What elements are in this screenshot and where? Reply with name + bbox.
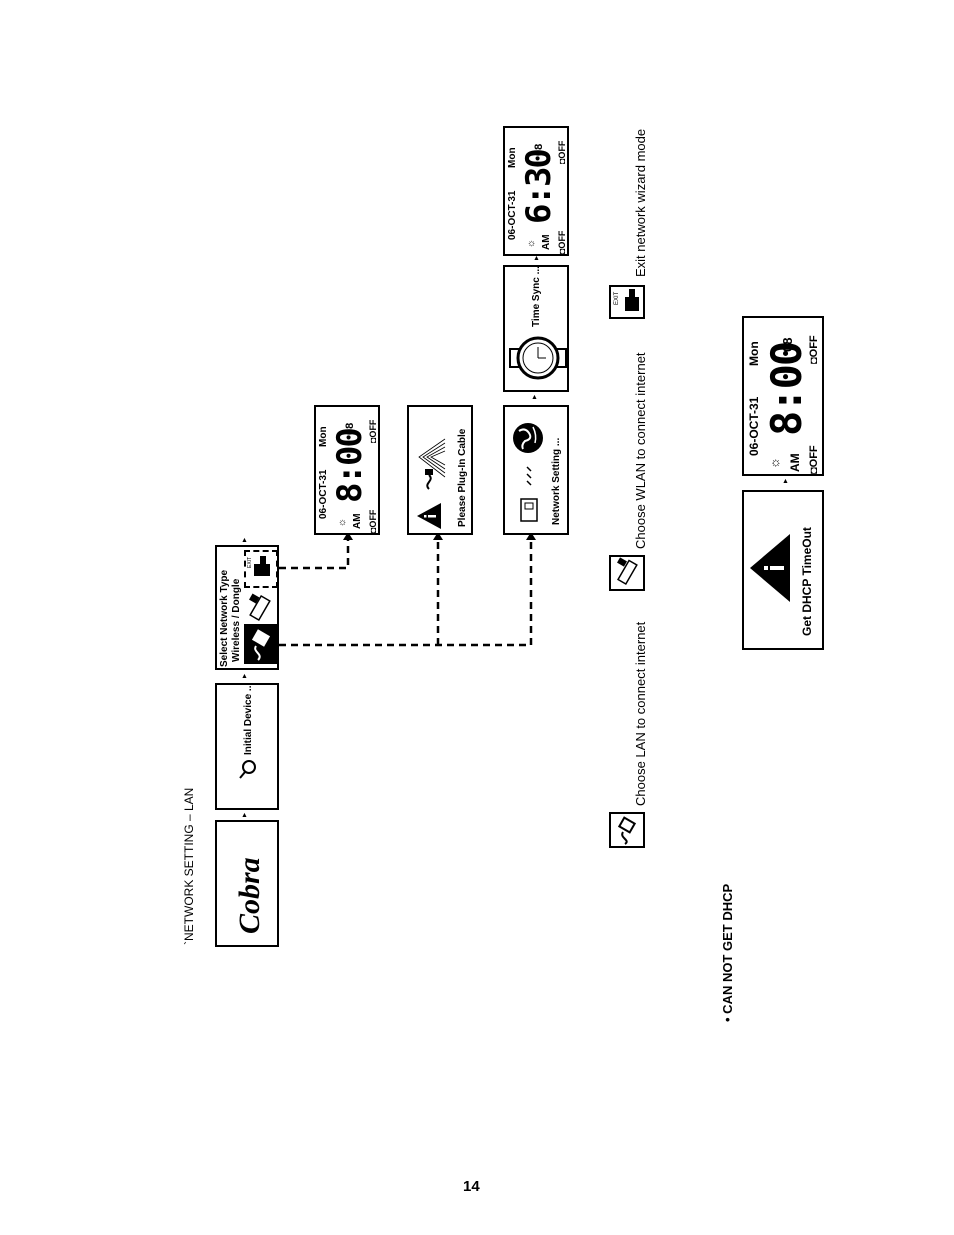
select-network-screen: Select Network Type Wireless / Dongle EX…	[215, 545, 279, 670]
clock-alarm1: ◘OFF	[368, 509, 378, 533]
cable-plug-icon	[415, 437, 449, 490]
network-setting-label: Network Setting ...	[551, 437, 562, 525]
clock-seconds: 08	[780, 337, 795, 352]
signal-icon	[519, 463, 539, 493]
logo-screen: Cobra	[215, 820, 279, 947]
clock-date: 06-OCT-31	[747, 396, 761, 456]
dhcp-timeout-screen: Get DHCP TimeOut	[742, 490, 824, 650]
clock-alarm2: ◘OFF	[557, 140, 567, 164]
watch-icon	[508, 333, 567, 383]
arrow-icon: ▲	[531, 394, 538, 401]
wlan-legend-icon	[609, 555, 645, 591]
warning-icon	[748, 530, 792, 606]
clock-seconds: 08	[533, 143, 545, 156]
sun-icon: ☼	[527, 238, 537, 249]
clock-alarm1: ◘OFF	[808, 445, 820, 474]
exit-legend-text: Exit network wizard mode	[633, 128, 648, 277]
clock-alarm2: ◘OFF	[368, 419, 378, 443]
lan-option-icon[interactable]	[244, 624, 277, 664]
exit-option-icon[interactable]: EXIT	[244, 550, 277, 588]
dhcp-heading: • CAN NOT GET DHCP	[720, 883, 735, 1022]
clock-alarm2: ◘OFF	[808, 335, 820, 364]
exit-legend-icon-label: EXIT	[614, 291, 620, 305]
sun-icon: ☼	[770, 454, 782, 469]
page-number: 14	[463, 1178, 480, 1195]
lan-legend-text: Choose LAN to connect internet	[633, 621, 648, 806]
arrow-icon: ▲	[782, 478, 789, 485]
arrow-icon: ▲	[241, 537, 248, 544]
clock-day: Mon	[318, 426, 329, 447]
arrow-icon: ▲	[533, 255, 540, 262]
time-sync-label: Time Sync ...	[531, 266, 542, 327]
globe-icon	[511, 421, 545, 455]
lan-legend-icon	[609, 812, 645, 848]
plug-in-cable-label: Please Plug-In Cable	[457, 428, 468, 527]
clock-day: Mon	[507, 147, 518, 168]
wlan-legend-text: Choose WLAN to connect internet	[633, 352, 648, 549]
clock-screen-dhcp: 06-OCT-31 Mon ☼ AM 8:00 08 ◘OFF ◘OFF	[742, 316, 824, 476]
device-icon	[519, 497, 539, 523]
wlan-option-icon[interactable]	[244, 593, 277, 623]
clock-date: 06-OCT-31	[318, 469, 329, 519]
clock-day: Mon	[747, 341, 761, 366]
arrow-icon: ▲	[241, 673, 248, 680]
clock-ampm: AM	[541, 234, 552, 250]
network-setting-screen: Network Setting ...	[503, 405, 569, 535]
clock-ampm: AM	[788, 453, 802, 472]
clock-time: 8:00	[330, 429, 370, 503]
clock-seconds: 08	[344, 422, 356, 435]
clock-ampm: AM	[352, 513, 363, 529]
dhcp-timeout-label: Get DHCP TimeOut	[800, 527, 814, 636]
clock-screen-synced: 06-OCT-31 Mon ☼ AM 6:30 08 ◘OFF ◘OFF	[503, 126, 569, 256]
warning-icon	[415, 501, 443, 531]
clock-screen-main: 06-OCT-31 Mon ☼ AM 8:00 08 ◘OFF ◘OFF	[314, 405, 380, 535]
plug-in-cable-screen: Please Plug-In Cable	[407, 405, 473, 535]
initial-device-screen: Initial Device ...	[215, 683, 279, 810]
time-sync-screen: Time Sync ...	[503, 265, 569, 392]
clock-alarm1: ◘OFF	[557, 230, 567, 254]
clock-time: 8:00	[762, 342, 811, 436]
magnifier-icon	[237, 757, 259, 779]
clock-date: 06-OCT-31	[507, 190, 518, 240]
sun-icon: ☼	[338, 517, 348, 528]
arrow-icon: ▲	[241, 812, 248, 819]
exit-legend-icon: EXIT	[609, 285, 645, 319]
clock-time: 6:30	[519, 150, 559, 224]
